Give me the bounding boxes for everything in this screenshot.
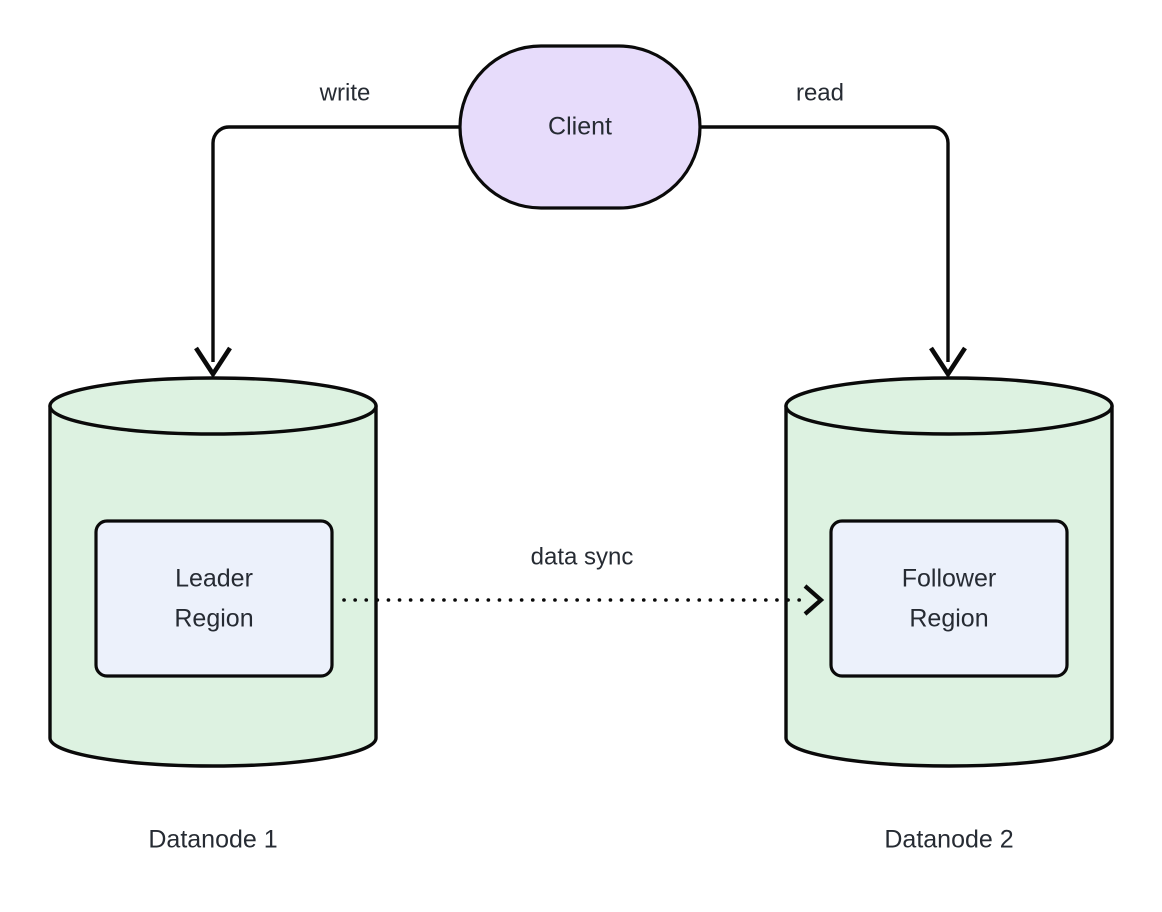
follower-region-box[interactable] [829,519,1069,678]
leader-region-box[interactable] [94,519,334,678]
read-edge: read [700,79,967,379]
write-edge-arrowhead [194,346,232,379]
write-edge: write [194,79,460,379]
datanode-1-caption: Datanode 1 [148,826,277,854]
write-edge-label: write [319,79,371,106]
datanode-1-cylinder-top [48,376,378,436]
client-node-label: Client [548,113,612,141]
follower-region-label-line2: Region [909,605,988,633]
client-node-box[interactable] [458,44,702,210]
data-sync-edge-label: data sync [531,543,634,570]
datanode-2-cylinder[interactable]: Follower Region [784,376,1114,768]
read-edge-line [700,125,950,362]
datanode-1-cylinder[interactable]: Leader Region [48,376,378,768]
leader-region-label-line1: Leader [175,565,253,593]
datanode-2-caption: Datanode 2 [884,826,1013,854]
write-edge-line [211,125,460,362]
data-sync-edge-arrowhead [803,584,825,616]
read-edge-label: read [796,79,844,106]
leader-region-label-line2: Region [174,605,253,633]
data-sync-edge: data sync [342,543,825,616]
datanode-2-cylinder-top [784,376,1114,436]
read-edge-arrowhead [929,346,967,379]
client-node[interactable]: Client [458,44,702,210]
follower-region-label-line1: Follower [902,565,996,593]
